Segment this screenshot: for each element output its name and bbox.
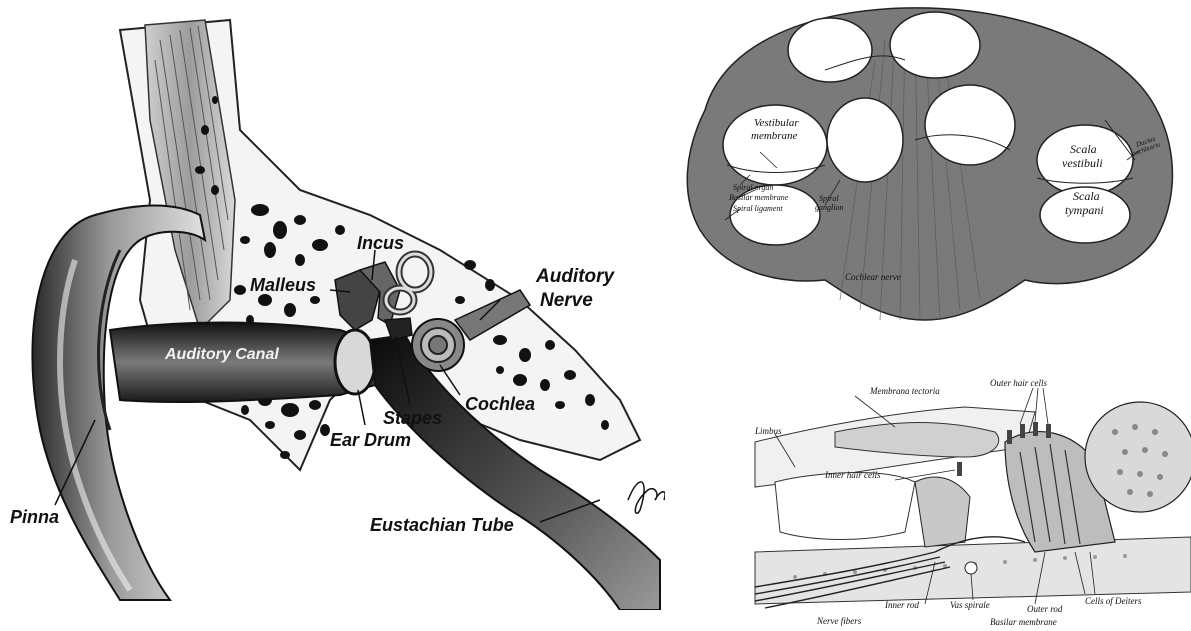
label-scala-tympani-line2: tympani [1065, 203, 1104, 217]
label-incus: Incus [357, 233, 404, 253]
label-spiral-ligament: Spiral ligament [733, 204, 783, 213]
artist-signature [628, 482, 665, 513]
organ-of-corti-diagram: Membrana tectoria Outer hair cells Limbu… [735, 372, 1191, 631]
label-vas-spirale: Vas spirale [950, 600, 990, 610]
label-limbus: Limbus [754, 426, 782, 436]
label-basilar-membrane: Basilar membrane [729, 193, 789, 202]
label-ear-drum: Ear Drum [330, 430, 411, 450]
label-membrana-tectoria: Membrana tectoria [869, 386, 940, 396]
label-outer-rod: Outer rod [1027, 604, 1063, 614]
label-vestibular-membrane-line1: Vestibular [754, 117, 799, 129]
label-eustachian-tube: Eustachian Tube [370, 515, 514, 535]
label-stapes: Stapes [383, 408, 442, 428]
supporting-cell-mass [1085, 402, 1191, 512]
label-inner-hair-cells: Inner hair cells [824, 470, 881, 480]
label-inner-rod: Inner rod [884, 600, 919, 610]
label-vestibular-membrane-line2: membrane [751, 130, 798, 142]
label-cochlear-nerve: Cochlear nerve [845, 272, 901, 282]
label-scala-vestibuli-line1: Scala [1070, 142, 1097, 156]
label-basilar-membrane: Basilar membrane [990, 617, 1057, 627]
label-outer-hair-cells: Outer hair cells [990, 378, 1047, 388]
label-auditory-canal: Auditory Canal [164, 346, 279, 363]
label-spiral-ganglion-line2: ganglion [815, 203, 843, 212]
cochlea [412, 319, 464, 371]
label-scala-vestibuli-line2: vestibuli [1062, 156, 1103, 170]
label-spiral-ganglion-line1: Spiral [819, 194, 839, 203]
label-auditory-nerve-line2: Nerve [540, 290, 593, 311]
label-scala-tympani-line1: Scala [1073, 189, 1100, 203]
cochlea-section-diagram: Vestibular membrane Spiral organ Basilar… [665, 0, 1191, 330]
inner-hair-cell-region [915, 477, 970, 547]
ear-anatomy-diagram: Incus Malleus Auditory Nerve Auditory Ca… [0, 0, 665, 610]
vas-spirale [965, 562, 977, 574]
inner-tunnel-space [775, 473, 915, 540]
label-spiral-organ: Spiral organ [733, 183, 773, 192]
cochlea-section-illustration: Vestibular membrane Spiral organ Basilar… [665, 0, 1191, 330]
organ-of-corti-illustration: Membrana tectoria Outer hair cells Limbu… [735, 372, 1191, 631]
label-pinna: Pinna [10, 507, 59, 527]
label-malleus: Malleus [250, 275, 316, 295]
label-cochlea: Cochlea [465, 394, 535, 414]
label-auditory-nerve-line1: Auditory [535, 266, 616, 287]
label-nerve-fibers: Nerve fibers [816, 616, 862, 626]
ear-anatomy-illustration: Incus Malleus Auditory Nerve Auditory Ca… [0, 0, 665, 610]
label-cells-of-deiters: Cells of Deiters [1085, 596, 1142, 606]
